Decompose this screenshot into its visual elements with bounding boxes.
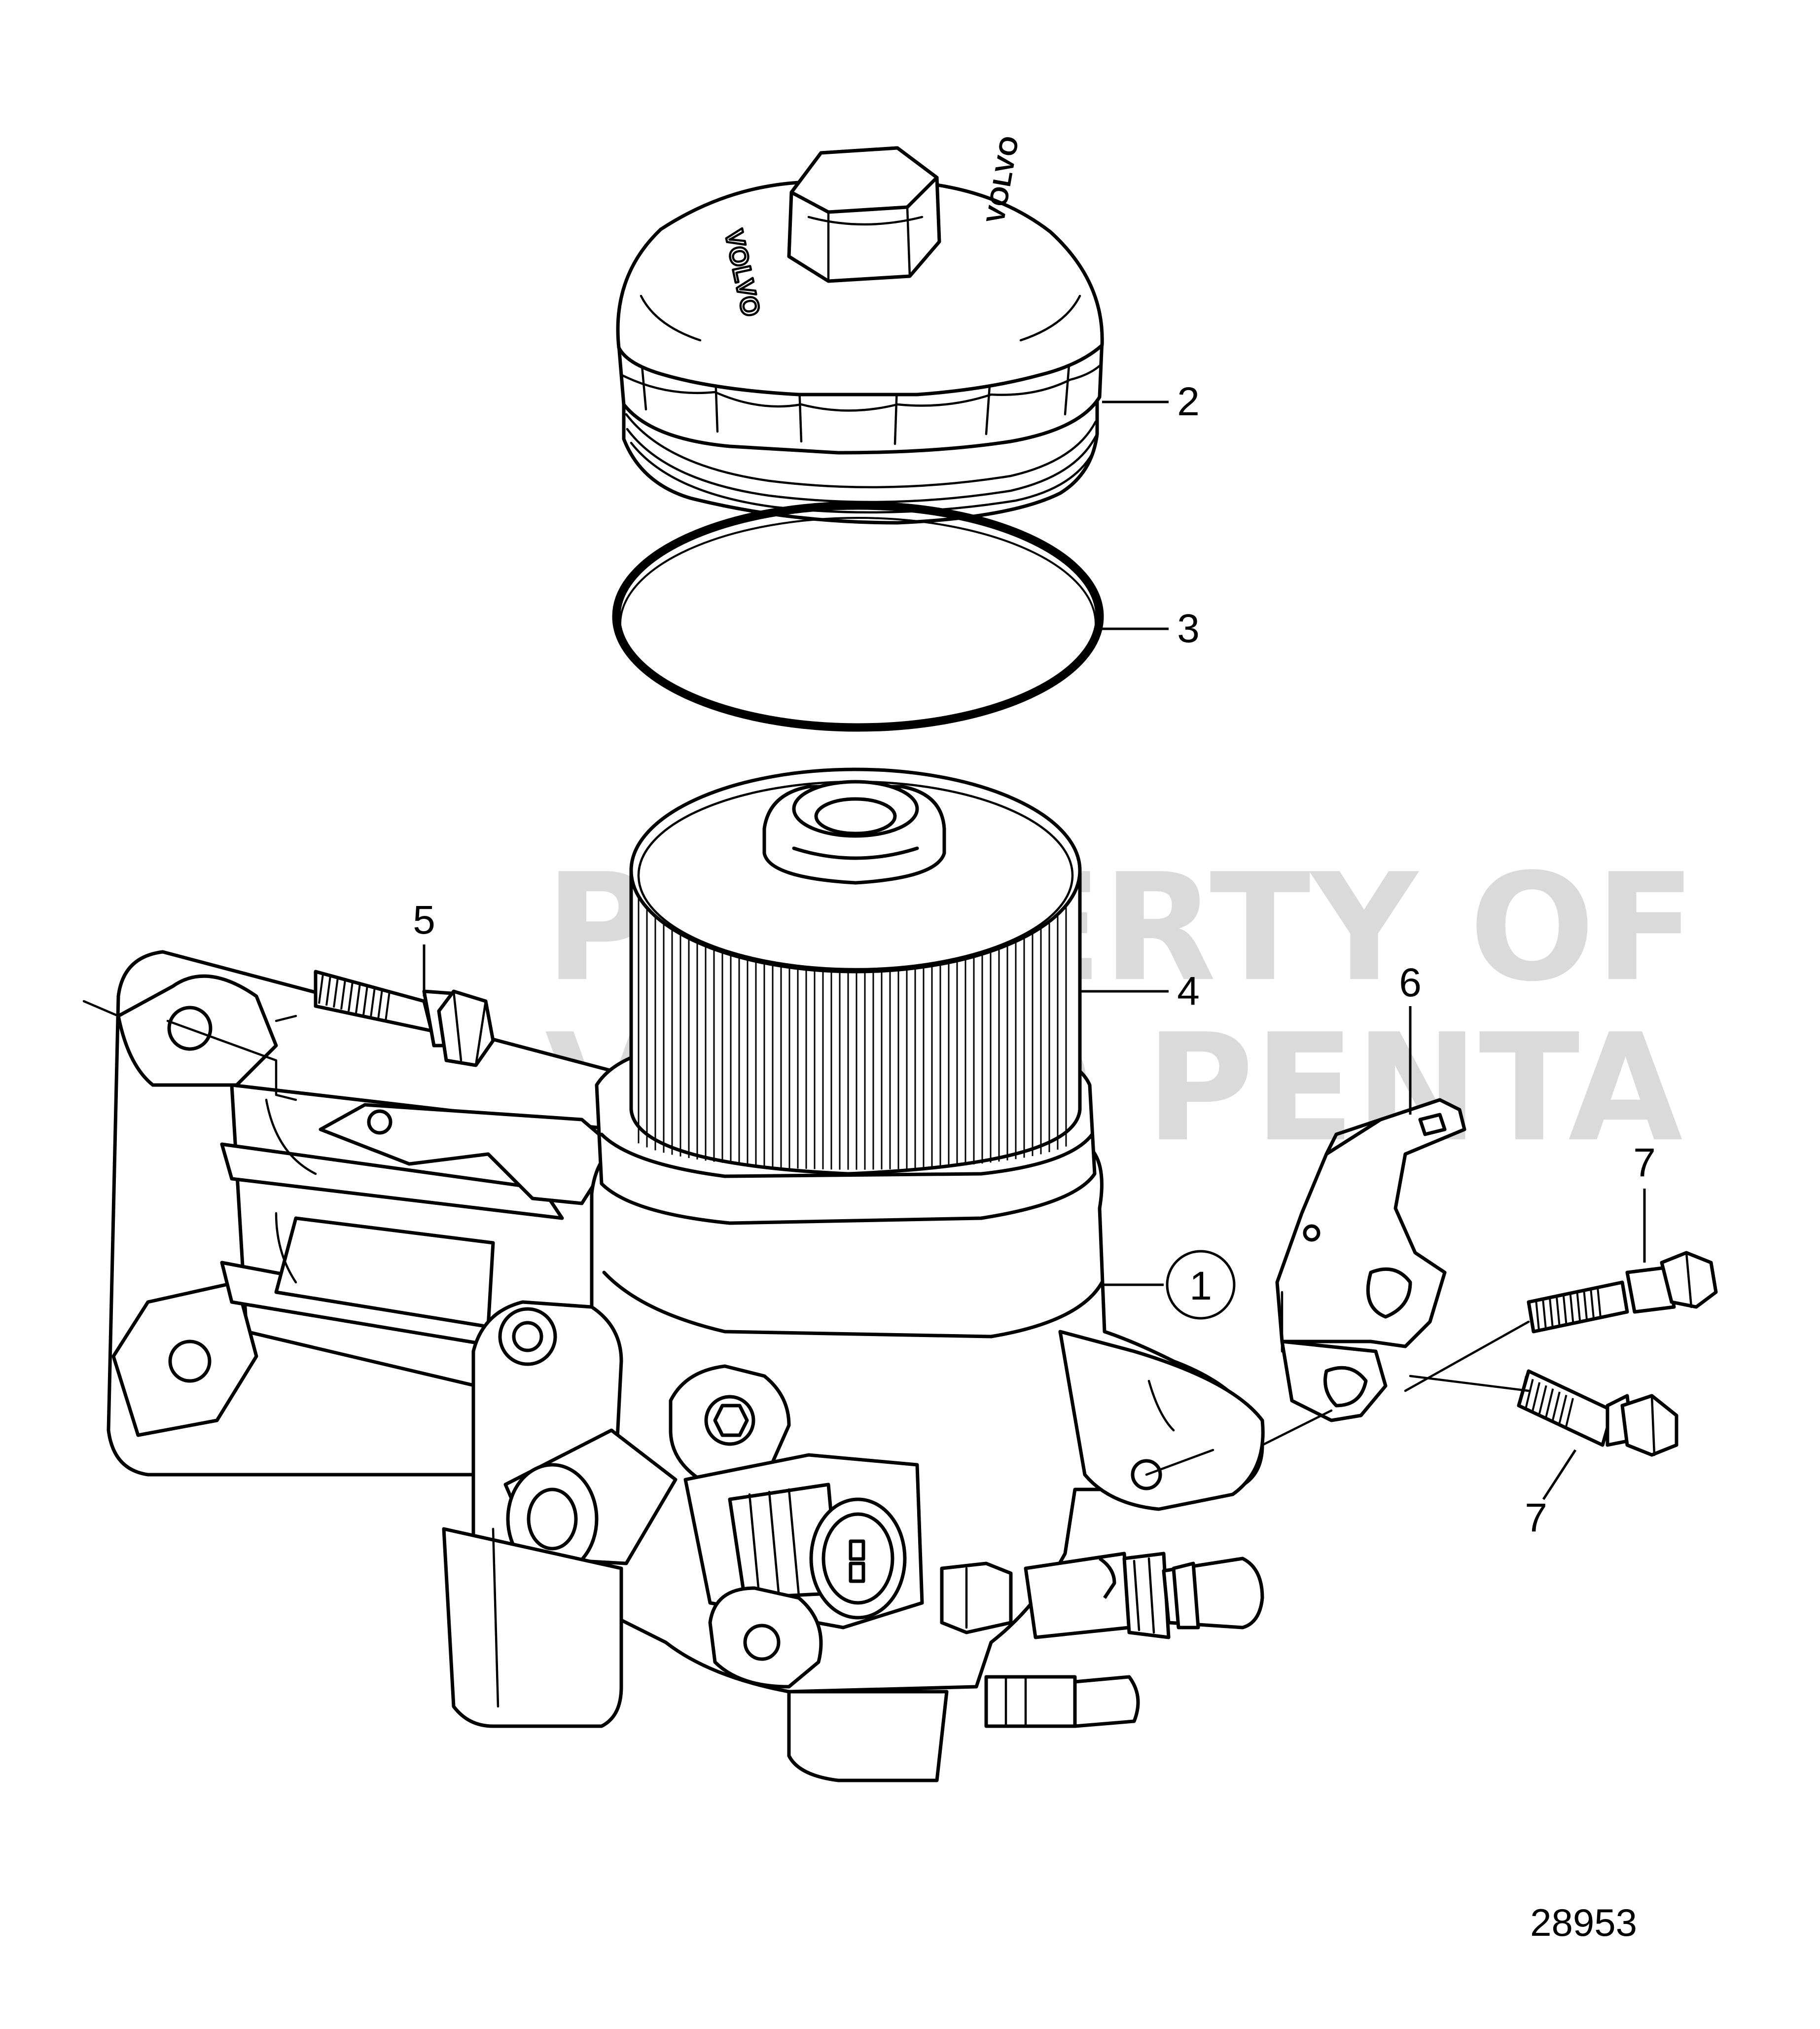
callouts: 1 2 3 4 5 6 7 7 bbox=[413, 379, 1656, 1540]
thread-line bbox=[1545, 1388, 1554, 1418]
filter-element bbox=[629, 767, 1082, 1176]
thread-line bbox=[1583, 1290, 1588, 1321]
thread-line bbox=[1525, 1378, 1534, 1408]
leader-lines bbox=[82, 400, 1646, 1500]
thread-line bbox=[340, 979, 346, 1010]
thread-line bbox=[377, 989, 383, 1019]
bolt-7-lower bbox=[1517, 1369, 1678, 1457]
bolt-5 bbox=[314, 970, 495, 1067]
thread-line bbox=[348, 981, 354, 1012]
thread-line bbox=[1558, 1395, 1568, 1424]
thread-line bbox=[1555, 1295, 1561, 1326]
callout-1: 1 bbox=[1189, 1264, 1212, 1308]
thread-line bbox=[1535, 1299, 1540, 1331]
thread-line bbox=[325, 976, 331, 1006]
thread-line bbox=[1569, 1292, 1574, 1324]
callout-6: 6 bbox=[1399, 960, 1422, 1005]
thread-line bbox=[333, 978, 339, 1008]
thread-line bbox=[1597, 1287, 1602, 1318]
thread-line bbox=[1576, 1291, 1581, 1322]
callout-7-lower: 7 bbox=[1525, 1495, 1547, 1540]
bracket-6 bbox=[1275, 1098, 1466, 1422]
thread-line bbox=[370, 987, 376, 1017]
thread-line bbox=[362, 985, 368, 1015]
thread-line bbox=[1532, 1382, 1541, 1412]
callout-7-upper: 7 bbox=[1633, 1140, 1656, 1185]
thread-line bbox=[355, 983, 361, 1014]
thread-line bbox=[1590, 1288, 1595, 1319]
thread-line bbox=[1541, 1298, 1547, 1329]
callout-4: 4 bbox=[1177, 969, 1200, 1014]
thread-line bbox=[1538, 1385, 1547, 1414]
callout-5: 5 bbox=[413, 898, 435, 942]
callout-1-circle bbox=[1166, 1250, 1236, 1320]
filter-pleats bbox=[638, 896, 1067, 1170]
thread-line bbox=[1548, 1297, 1554, 1328]
thread-line bbox=[1562, 1294, 1568, 1325]
bolt-5-threads bbox=[318, 974, 391, 1021]
bolt-7-upper bbox=[1527, 1251, 1718, 1334]
thread-line bbox=[1551, 1391, 1561, 1421]
thread-line bbox=[318, 974, 324, 1004]
filter-cap: VOLVO VOLVO bbox=[616, 134, 1104, 525]
callout-3: 3 bbox=[1177, 606, 1200, 651]
o-ring bbox=[612, 501, 1104, 732]
thread-line bbox=[1565, 1398, 1574, 1427]
thread-line bbox=[385, 991, 391, 1021]
bolt-7-upper-threads bbox=[1535, 1287, 1602, 1331]
figure-number: 28953 bbox=[1530, 1901, 1637, 1944]
callout-2: 2 bbox=[1177, 379, 1200, 424]
filter-housing bbox=[107, 950, 1265, 1782]
